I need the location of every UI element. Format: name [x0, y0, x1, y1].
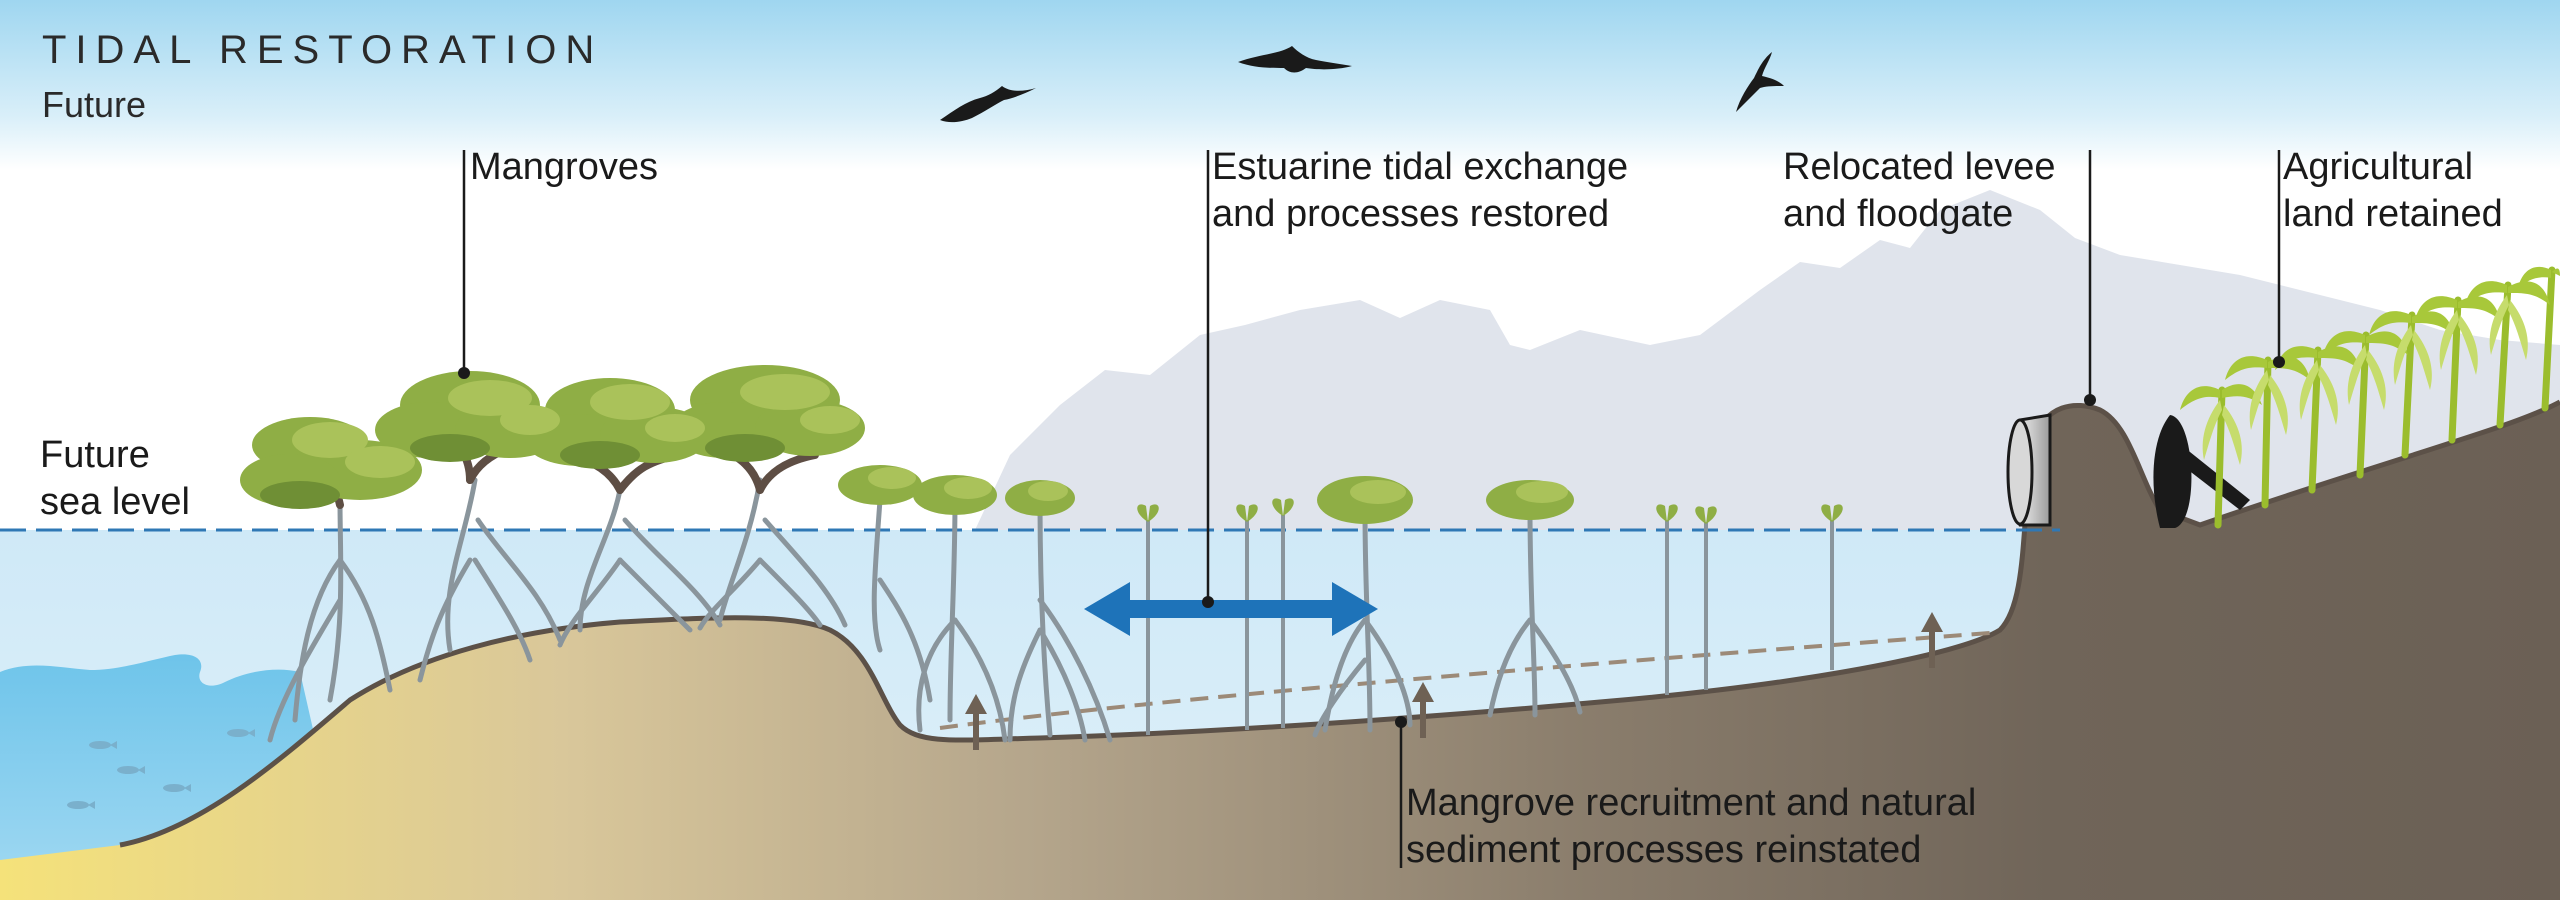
leader-lines: [462, 150, 2281, 868]
label-mangroves: Mangroves: [470, 146, 658, 188]
label-agricultural-line-1: Agricultural: [2283, 146, 2474, 188]
sediment-future-line: [939, 631, 1991, 730]
seedling-leaves: [1137, 498, 1843, 524]
label-sea-level-line-2: sea level: [40, 481, 190, 523]
label-levee-line-2: and floodgate: [1783, 193, 2014, 235]
fish-icon: [67, 729, 255, 809]
page-subtitle: Future: [42, 84, 147, 125]
sugarcane-crop: [2180, 266, 2560, 529]
label-estuarine-line-1: Estuarine tidal exchange: [1212, 146, 1629, 188]
label-estuarine-exchange: Estuarine tidal exchange and processes r…: [1212, 144, 1628, 238]
floodgate-icon: [2006, 413, 2250, 528]
label-sea-level-line-1: Future: [40, 434, 150, 476]
label-relocated-levee: Relocated levee and floodgate: [1783, 144, 2056, 238]
frigatebird-icon: [940, 46, 1784, 123]
label-sea-level: Future sea level: [40, 432, 190, 526]
label-recruitment-line-1: Mangrove recruitment and natural: [1406, 782, 1977, 824]
mangrove-canopies: [240, 365, 865, 509]
label-agricultural-land: Agricultural land retained: [2283, 144, 2503, 238]
label-levee-line-1: Relocated levee: [1783, 146, 2056, 188]
ground-profile: [0, 402, 2560, 900]
label-mangrove-recruitment: Mangrove recruitment and natural sedimen…: [1406, 780, 1976, 874]
label-estuarine-line-2: and processes restored: [1212, 193, 1610, 235]
seedling-stems: [1146, 515, 1834, 735]
page-title: TIDAL RESTORATION: [42, 28, 604, 72]
label-recruitment-line-2: sediment processes reinstated: [1406, 829, 1922, 871]
label-agricultural-line-2: land retained: [2283, 193, 2503, 235]
leader-dots: [458, 356, 2285, 728]
mangrove-roots: [267, 477, 1583, 743]
sediment-arrow-icon: [965, 612, 1943, 750]
small-mangrove-canopies: [838, 465, 1574, 524]
tidal-exchange-arrow-icon: [1084, 582, 1378, 636]
